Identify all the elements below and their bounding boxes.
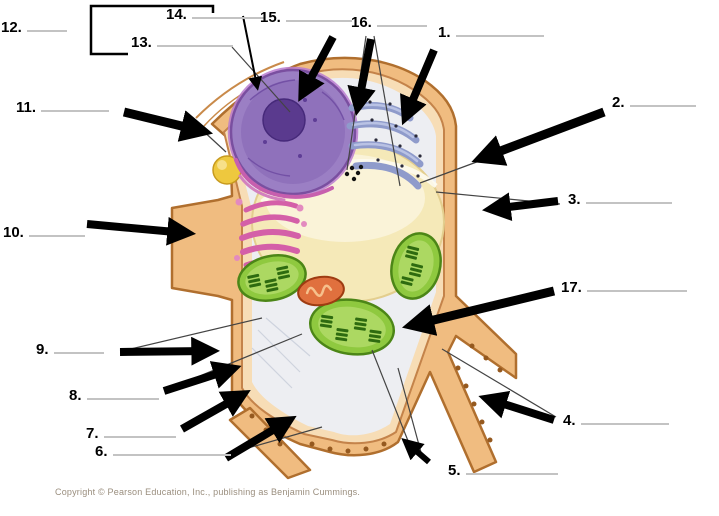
pointer-arrows xyxy=(86,15,606,465)
label-5-number: 5. xyxy=(448,462,461,479)
label-12-number: 12. xyxy=(1,19,22,36)
leader-16b xyxy=(373,35,401,187)
arrow-3 xyxy=(481,192,559,222)
label-4-blank[interactable] xyxy=(580,410,669,425)
cristae xyxy=(305,284,333,297)
label-16-blank[interactable] xyxy=(376,12,427,27)
label-3-number: 3. xyxy=(568,191,581,208)
chloroplast-2 xyxy=(308,298,396,356)
label-16: 16. xyxy=(351,12,427,32)
label-17: 17. xyxy=(561,277,687,297)
label-13-blank[interactable] xyxy=(156,32,233,47)
arrow-8 xyxy=(162,361,242,395)
label-2-blank[interactable] xyxy=(629,92,696,107)
label-15: 15. xyxy=(260,7,352,27)
label-17-number: 17. xyxy=(561,279,582,296)
label-6: 6. xyxy=(95,441,231,461)
arrow-14 xyxy=(242,15,263,91)
arrow-1 xyxy=(400,48,438,126)
label-6-number: 6. xyxy=(95,443,108,460)
label-2-number: 2. xyxy=(612,94,625,111)
label-3-blank[interactable] xyxy=(585,189,672,204)
leader-4 xyxy=(441,348,557,418)
label-17-blank[interactable] xyxy=(586,277,687,292)
label-3: 3. xyxy=(568,189,672,209)
label-16-number: 16. xyxy=(351,14,372,31)
nuclear-envelope xyxy=(234,158,334,199)
label-12-blank[interactable] xyxy=(26,17,67,32)
envelope-fold xyxy=(238,174,286,202)
label-15-blank[interactable] xyxy=(285,7,352,22)
label-7-blank[interactable] xyxy=(103,423,176,438)
label-1: 1. xyxy=(438,22,544,42)
label-14-number: 14. xyxy=(166,6,187,23)
label-9-blank[interactable] xyxy=(53,339,104,354)
arrow-4 xyxy=(478,390,556,424)
label-12: 12. xyxy=(1,17,67,37)
label-8: 8. xyxy=(69,385,159,405)
label-13: 13. xyxy=(131,32,233,52)
label-14-blank[interactable] xyxy=(191,4,264,19)
arrow-5 xyxy=(401,438,431,465)
label-11: 11. xyxy=(16,97,110,117)
label-1-blank[interactable] xyxy=(455,22,544,37)
label-8-number: 8. xyxy=(69,387,82,404)
label-14: 14. xyxy=(166,4,264,24)
arrow-7 xyxy=(180,390,251,433)
cytoskeleton-lines xyxy=(251,317,311,389)
label-5: 5. xyxy=(448,460,558,480)
label-1-number: 1. xyxy=(438,24,451,41)
nucleolus xyxy=(262,98,306,142)
golgi-vesicles xyxy=(234,198,307,261)
label-7: 7. xyxy=(86,423,176,443)
label-15-number: 15. xyxy=(260,9,281,26)
label-2: 2. xyxy=(612,92,696,112)
arrow-9 xyxy=(119,336,221,366)
bracket-12 xyxy=(89,4,215,56)
arrow-11 xyxy=(122,107,214,142)
label-4: 4. xyxy=(563,410,669,430)
label-5-blank[interactable] xyxy=(465,460,558,475)
label-8-blank[interactable] xyxy=(86,385,159,400)
label-10: 10. xyxy=(3,222,85,242)
mitochondrion xyxy=(297,275,345,307)
ribosome-cluster xyxy=(344,164,364,182)
label-9-number: 9. xyxy=(36,341,49,358)
plasmodesmata-dots xyxy=(249,343,503,454)
arrow-6 xyxy=(223,415,297,462)
arrow-17 xyxy=(401,286,556,336)
label-10-number: 10. xyxy=(3,224,24,241)
label-10-blank[interactable] xyxy=(28,222,85,237)
arrow-16 xyxy=(347,38,376,116)
leader-9 xyxy=(121,317,263,352)
arrow-2 xyxy=(471,107,606,166)
label-13-number: 13. xyxy=(131,34,152,51)
label-11-blank[interactable] xyxy=(41,97,110,112)
arrow-10 xyxy=(86,216,197,246)
chloroplast-1 xyxy=(237,254,307,302)
label-9: 9. xyxy=(36,339,104,359)
label-4-number: 4. xyxy=(563,412,576,429)
arrow-15 xyxy=(298,35,337,102)
chloroplast-3 xyxy=(390,232,442,300)
copyright-text: Copyright © Pearson Education, Inc., pub… xyxy=(55,487,361,497)
label-11-number: 11. xyxy=(16,99,37,116)
label-6-blank[interactable] xyxy=(112,441,231,456)
label-7-number: 7. xyxy=(86,425,99,442)
